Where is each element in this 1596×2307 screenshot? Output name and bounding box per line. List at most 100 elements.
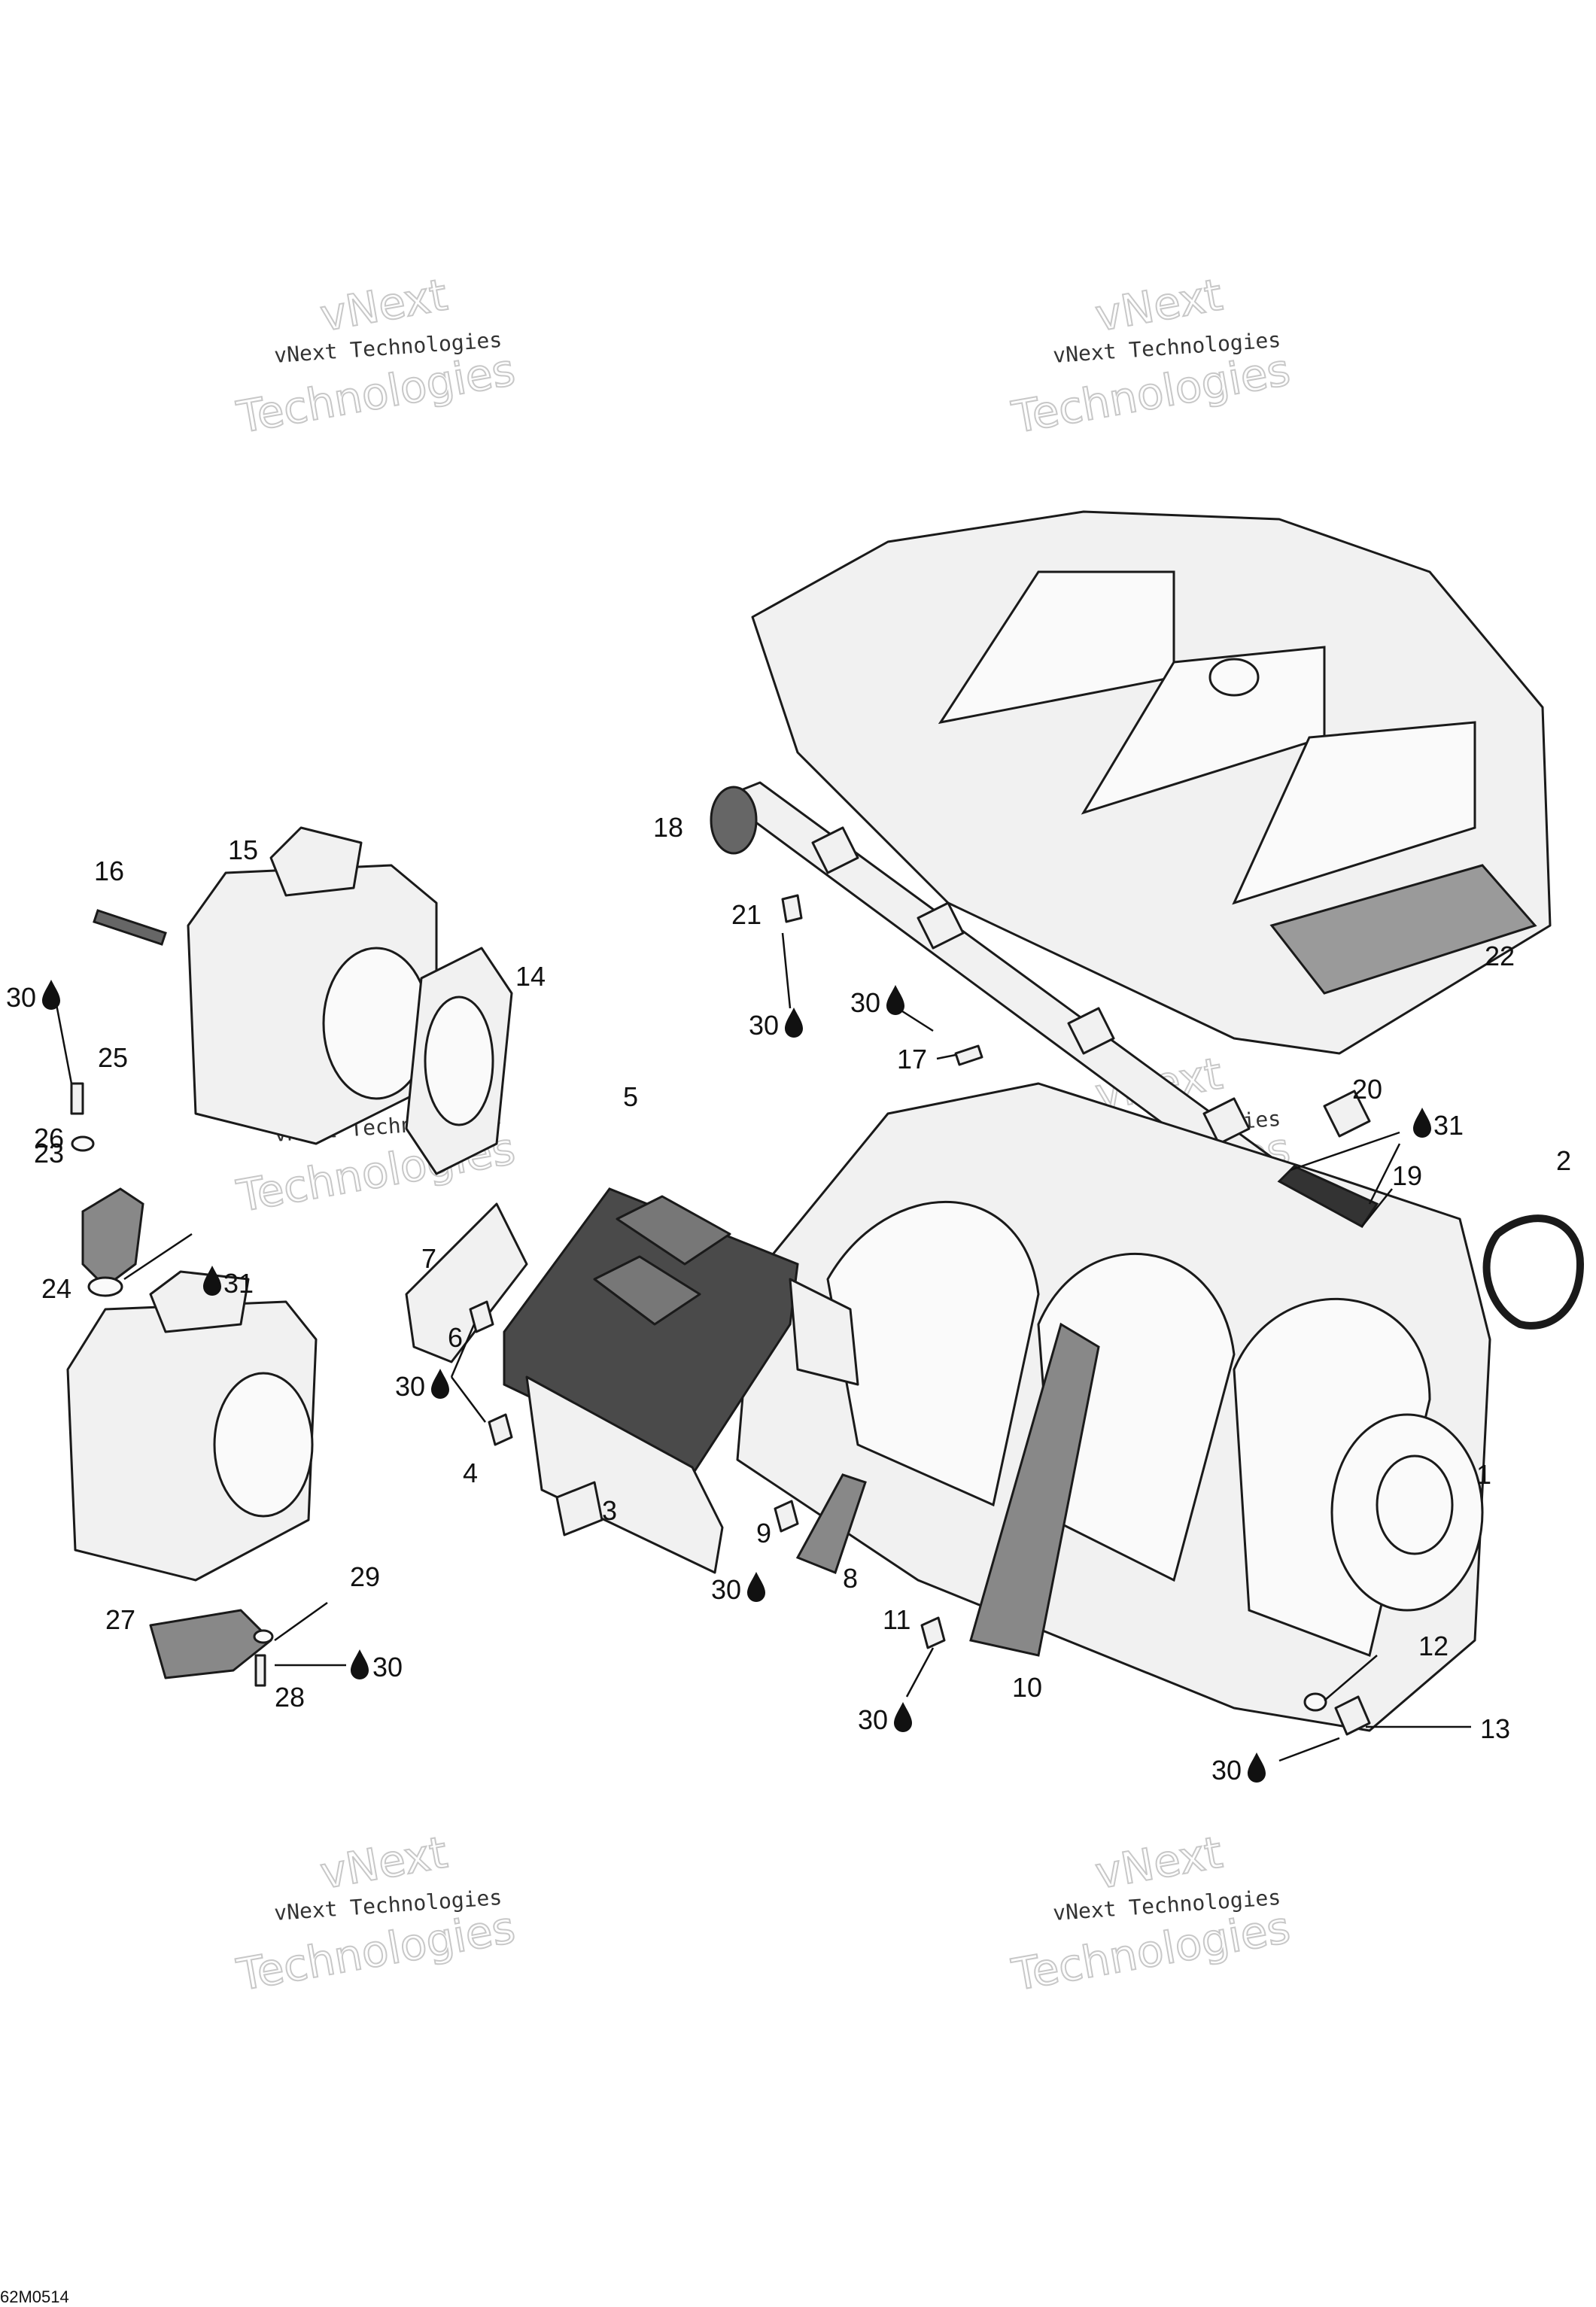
lube-30-e: 30 bbox=[711, 1572, 765, 1605]
part-throttle-body-lower bbox=[66, 1270, 318, 1582]
svg-text:30: 30 bbox=[395, 1371, 425, 1402]
drawing-code: 62M0514 bbox=[0, 2287, 69, 2306]
part-2-o-ring bbox=[1482, 1214, 1585, 1330]
part-21-screw bbox=[781, 894, 803, 923]
part-6-screw bbox=[469, 1300, 494, 1333]
drop-icon bbox=[203, 1266, 221, 1296]
svg-text:vNext: vNext bbox=[1092, 1826, 1227, 1898]
part-14-gasket bbox=[405, 947, 513, 1175]
callout-7: 7 bbox=[421, 1243, 436, 1274]
part-22-engine-cover bbox=[751, 510, 1552, 1055]
lube-30-b: 30 bbox=[749, 1008, 803, 1041]
part-23-sensor bbox=[81, 1187, 144, 1288]
part-1-intake-manifold bbox=[736, 1082, 1491, 1732]
svg-text:30: 30 bbox=[6, 982, 36, 1013]
callout-28: 28 bbox=[275, 1682, 305, 1713]
callout-29: 29 bbox=[350, 1561, 380, 1592]
callout-26: 26 bbox=[34, 1123, 64, 1154]
part-4-screw bbox=[488, 1413, 513, 1446]
callout-6: 6 bbox=[448, 1322, 463, 1353]
callout-19: 19 bbox=[1392, 1160, 1422, 1191]
drop-icon bbox=[747, 1572, 765, 1602]
part-25-screw bbox=[70, 1082, 84, 1115]
callout-17: 17 bbox=[897, 1044, 927, 1074]
drop-icon bbox=[886, 985, 904, 1015]
part-13-plug bbox=[1334, 1695, 1371, 1736]
part-11-screw bbox=[920, 1616, 946, 1649]
callout-11: 11 bbox=[883, 1604, 910, 1635]
part-28-screw bbox=[254, 1654, 266, 1687]
part-26-washer bbox=[71, 1135, 95, 1152]
lube-30-h: 30 bbox=[351, 1649, 403, 1682]
lube-31-b: 31 bbox=[203, 1266, 254, 1299]
callout-15: 15 bbox=[228, 834, 258, 865]
callout-22: 22 bbox=[1485, 941, 1515, 971]
svg-text:30: 30 bbox=[749, 1010, 779, 1041]
svg-text:vNext: vNext bbox=[317, 269, 451, 341]
drop-icon bbox=[431, 1369, 449, 1399]
svg-text:30: 30 bbox=[850, 987, 880, 1018]
callout-25: 25 bbox=[98, 1042, 128, 1073]
svg-text:31: 31 bbox=[223, 1268, 254, 1299]
callout-9: 9 bbox=[756, 1518, 771, 1549]
part-9-screw bbox=[774, 1500, 799, 1533]
part-19-injector bbox=[1277, 1165, 1379, 1228]
part-16-screw bbox=[93, 909, 167, 946]
lube-30-a: 30 bbox=[6, 980, 60, 1013]
drop-icon bbox=[894, 1702, 912, 1732]
callout-5: 5 bbox=[623, 1081, 638, 1112]
watermark-top-right: vNext vNext Technologies Technologies bbox=[1008, 268, 1295, 444]
part-27-sensor-plate bbox=[149, 1609, 272, 1679]
callout-13: 13 bbox=[1480, 1713, 1510, 1744]
callout-labels: 1 2 3 4 5 6 7 8 9 10 11 12 13 14 15 16 1… bbox=[34, 812, 1571, 1744]
callout-12: 12 bbox=[1418, 1631, 1449, 1661]
callout-20: 20 bbox=[1352, 1074, 1382, 1105]
lube-30-c: 30 bbox=[850, 985, 904, 1018]
svg-text:30: 30 bbox=[372, 1652, 403, 1682]
part-3-bracket bbox=[525, 1375, 724, 1574]
svg-text:vNext: vNext bbox=[1092, 269, 1227, 341]
part-10-sensor-bracket bbox=[969, 1322, 1100, 1657]
callout-4: 4 bbox=[463, 1457, 478, 1488]
callout-24: 24 bbox=[41, 1273, 71, 1304]
callout-16: 16 bbox=[94, 856, 124, 886]
part-17-screw bbox=[954, 1044, 983, 1066]
drop-icon bbox=[1248, 1752, 1266, 1783]
callout-1: 1 bbox=[1476, 1459, 1491, 1490]
callout-27: 27 bbox=[105, 1604, 135, 1635]
drop-icon bbox=[351, 1649, 369, 1679]
drop-icon bbox=[1413, 1108, 1431, 1138]
part-24-o-ring bbox=[87, 1276, 123, 1297]
drop-icon bbox=[42, 980, 60, 1010]
watermark-top-left: vNext vNext Technologies Technologies bbox=[233, 268, 520, 444]
svg-text:30: 30 bbox=[858, 1704, 888, 1735]
part-15-throttle-body bbox=[187, 826, 438, 1145]
part-5-control-module bbox=[503, 1187, 859, 1574]
callout-23: 23 bbox=[34, 1138, 64, 1169]
lube-30-g: 30 bbox=[1211, 1752, 1266, 1786]
part-20-clip bbox=[1323, 1090, 1371, 1138]
lubricant-callouts: 30 30 30 30 30 30 30 30 bbox=[6, 980, 1464, 1786]
callout-18: 18 bbox=[653, 812, 683, 843]
part-12-washer bbox=[1303, 1692, 1327, 1712]
callout-10: 10 bbox=[1012, 1672, 1042, 1703]
lube-31-a: 31 bbox=[1413, 1108, 1464, 1141]
part-8-sensor bbox=[795, 1473, 867, 1574]
drop-icon bbox=[785, 1008, 803, 1038]
svg-text:31: 31 bbox=[1433, 1110, 1464, 1141]
part-29-washer bbox=[253, 1629, 274, 1644]
leader-lines bbox=[55, 932, 1471, 1762]
watermark-bottom-right: vNext vNext Technologies Technologies bbox=[1008, 1825, 1295, 2002]
lube-30-f: 30 bbox=[858, 1702, 912, 1735]
callout-14: 14 bbox=[515, 961, 546, 992]
watermark-bottom-left: vNext vNext Technologies Technologies bbox=[233, 1825, 520, 2002]
svg-text:vNext: vNext bbox=[317, 1826, 451, 1898]
callout-3: 3 bbox=[602, 1495, 617, 1526]
svg-text:30: 30 bbox=[711, 1574, 741, 1605]
svg-text:30: 30 bbox=[1211, 1755, 1242, 1786]
lube-30-d: 30 bbox=[395, 1369, 449, 1402]
callout-21: 21 bbox=[731, 899, 762, 930]
callout-8: 8 bbox=[843, 1563, 858, 1594]
part-18-fuel-rail bbox=[710, 781, 1296, 1205]
